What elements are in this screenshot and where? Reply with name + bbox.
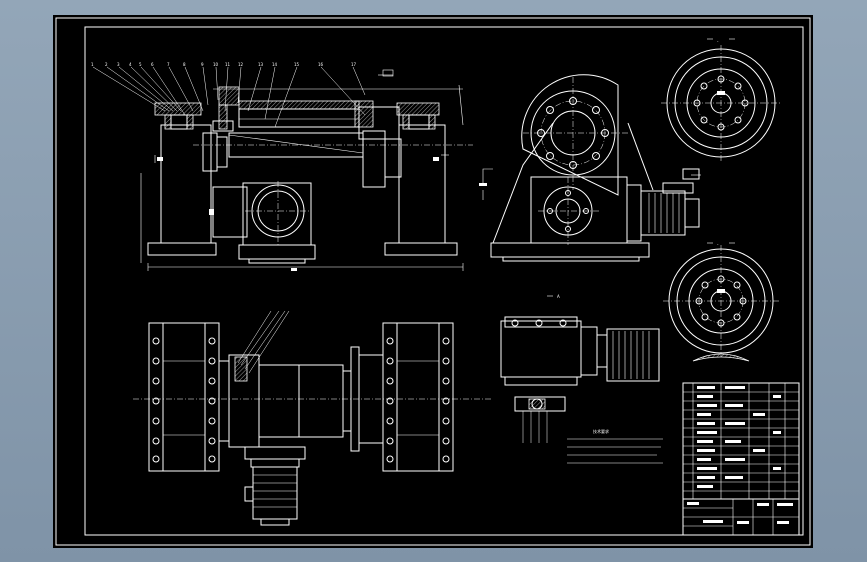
svg-text:15: 15 (294, 62, 300, 67)
svg-text:14: 14 (272, 62, 278, 67)
svg-text:17: 17 (351, 62, 357, 67)
inner-border (84, 26, 804, 536)
svg-text:11: 11 (225, 62, 231, 67)
svg-text:5: 5 (139, 62, 142, 67)
detail-view-top: - (661, 38, 781, 161)
svg-text:4: 4 (129, 62, 132, 67)
svg-text:12: 12 (238, 62, 244, 67)
svg-text:9: 9 (201, 62, 204, 67)
detail-view-lower: - (663, 242, 779, 362)
parts-list (682, 382, 800, 500)
svg-text:8: 8 (183, 62, 186, 67)
outer-border (55, 17, 811, 546)
section-label-lower: - (717, 242, 719, 247)
side-view (479, 74, 701, 262)
section-label-top: - (717, 39, 719, 44)
svg-text:1: 1 (91, 62, 94, 67)
svg-text:6: 6 (151, 62, 154, 67)
section-label-reducer: A (557, 294, 560, 299)
svg-text:13: 13 (258, 62, 264, 67)
notes-title: 技术要求 (593, 428, 609, 434)
svg-text:16: 16 (318, 62, 324, 67)
svg-text:2: 2 (105, 62, 108, 67)
svg-text:10: 10 (213, 62, 219, 67)
technical-notes: 技术要求 (567, 428, 663, 464)
reducer-view: A (500, 294, 660, 443)
svg-text:3: 3 (117, 62, 120, 67)
plan-view (133, 310, 493, 526)
svg-text:7: 7 (167, 62, 170, 67)
title-block (682, 498, 800, 536)
